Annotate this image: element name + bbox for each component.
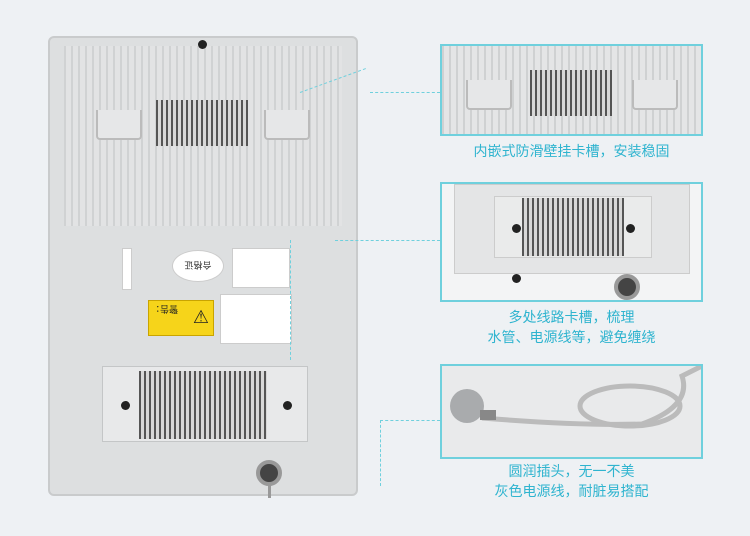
wall-hook-left xyxy=(96,110,142,140)
warning-label: 警告： ⚠ xyxy=(148,300,214,336)
power-cord-outlet xyxy=(614,274,640,300)
screw-hole xyxy=(121,401,130,410)
caption-line: 圆润插头，无一不美 xyxy=(508,464,635,480)
feature-panel-cable-slots xyxy=(440,182,703,302)
screw-hole xyxy=(512,274,521,283)
heat-sink-fins xyxy=(522,198,624,256)
warning-triangle-icon: ⚠ xyxy=(192,307,209,328)
screw-hole xyxy=(512,224,521,233)
power-cord-outlet xyxy=(256,460,282,486)
caption-line: 内嵌式防滑壁挂卡槽，安装稳固 xyxy=(473,144,670,160)
connector-line xyxy=(380,420,381,486)
wall-hook-right xyxy=(264,110,310,140)
connector-line xyxy=(370,92,440,93)
caption-line: 灰色电源线，耐脏易搭配 xyxy=(494,484,649,500)
feature-panel-plug xyxy=(440,364,703,459)
heat-sink-fins xyxy=(139,371,267,439)
top-vent xyxy=(156,100,248,146)
connector-line xyxy=(335,240,440,241)
wall-hook xyxy=(466,80,512,110)
feature-caption-plug: 圆润插头，无一不美 灰色电源线，耐脏易搭配 xyxy=(440,462,703,502)
wiring-diagram-label xyxy=(220,294,292,344)
feature-panel-hooks xyxy=(440,44,703,136)
feature-caption-hooks: 内嵌式防滑壁挂卡槽，安装稳固 xyxy=(440,142,703,162)
water-heater-back-panel: 合格证 警告： ⚠ xyxy=(48,36,358,498)
wall-hook xyxy=(632,80,678,110)
warning-text: 警告： xyxy=(151,303,179,313)
caption-line: 水管、电源线等，避免缠绕 xyxy=(487,330,656,346)
rating-label xyxy=(232,248,290,288)
heat-sink xyxy=(102,366,308,442)
mount-hole xyxy=(198,40,207,49)
connector-line xyxy=(380,420,440,421)
screw-hole xyxy=(626,224,635,233)
feature-caption-cable-slots: 多处线路卡槽，梳理 水管、电源线等，避免缠绕 xyxy=(440,308,703,348)
connector-line xyxy=(290,240,291,360)
power-plug-icon xyxy=(450,366,701,429)
power-cord xyxy=(268,484,271,498)
caption-line: 多处线路卡槽，梳理 xyxy=(508,310,635,326)
certificate-label: 合格证 xyxy=(172,250,224,282)
top-vent xyxy=(530,70,612,116)
screw-hole xyxy=(283,401,292,410)
barcode-label xyxy=(122,248,132,290)
